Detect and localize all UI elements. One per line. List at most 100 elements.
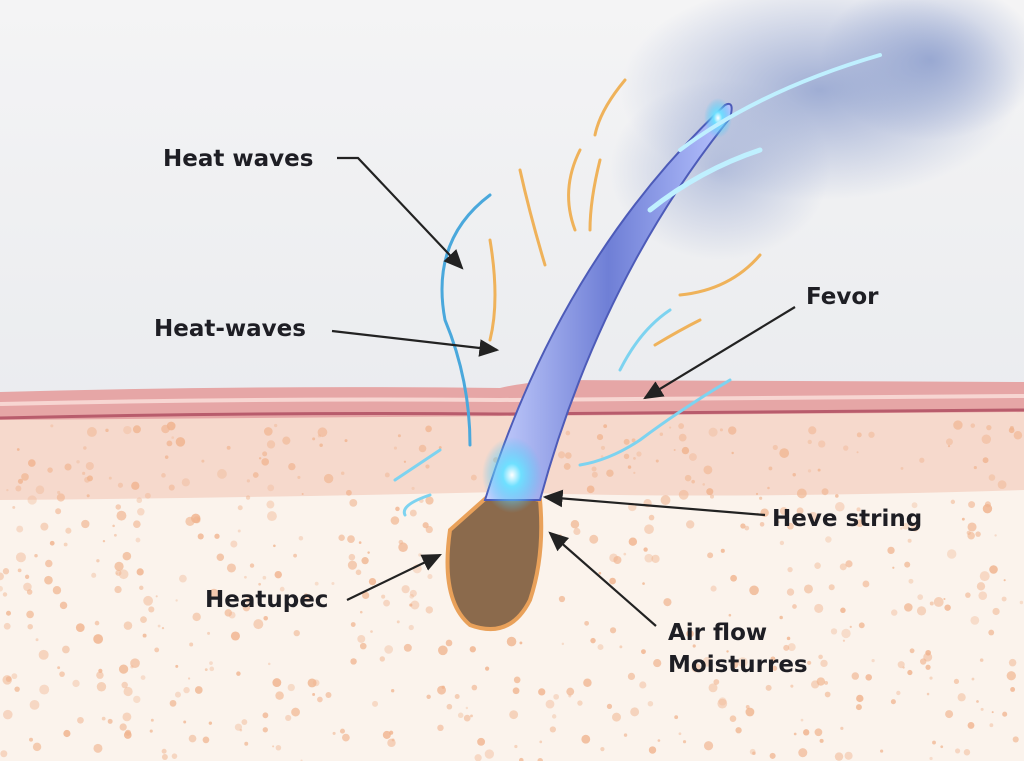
tissue-dot [982,457,989,464]
tissue-dot [752,751,756,755]
tissue-dot [56,493,65,502]
tissue-dot [272,678,282,688]
tissue-dot [871,659,875,663]
tissue-dot [779,507,788,515]
tissue-dot [570,520,580,529]
tissue-dot [287,683,295,692]
tissue-dot [209,666,215,672]
tissue-dot [175,437,186,447]
tissue-dot [828,584,835,591]
tissue-dot [980,707,984,711]
tissue-dot [266,500,275,509]
tissue-dot [183,720,187,724]
tissue-dot [770,656,776,662]
tissue-dot [11,673,18,680]
tissue-dot [130,665,134,669]
tissue-dot [779,448,790,458]
tissue-dot [345,489,352,496]
tissue-dot [623,438,630,445]
tissue-dot [678,423,685,429]
tissue-dot [193,516,201,524]
tissue-dot [798,748,808,758]
tissue-dot [728,426,737,435]
tissue-dot [390,689,395,693]
tissue-dot [471,684,478,691]
tissue-dot [75,623,85,632]
tissue-dot [633,471,636,475]
tissue-dot [897,661,905,669]
tissue-dot [197,533,204,540]
tissue-dot [358,541,362,544]
tissue-dot [194,686,203,694]
tissue-dot [224,609,232,617]
tissue-dot [86,427,97,437]
tissue-dot [642,582,645,585]
tissue-dot [643,547,648,552]
tissue-dot [262,451,268,457]
tissue-dot [631,438,636,443]
tissue-dot [130,658,140,669]
tissue-dot [15,485,22,492]
tissue-dot [808,426,817,435]
tissue-dot [234,723,243,731]
tissue-dot [929,756,933,761]
tissue-dot [702,483,706,486]
tissue-dot [981,434,992,444]
tissue-dot [169,699,177,707]
tissue-dot [86,494,90,498]
tissue-dot [1003,579,1006,582]
tissue-dot [317,696,323,703]
tissue-dot [765,684,772,691]
tissue-dot [437,724,444,732]
tissue-dot [865,674,872,681]
tissue-dot [989,565,998,574]
glow-spot [482,437,542,513]
tissue-dot [116,510,127,521]
tissue-dot [627,672,636,681]
tissue-dot [779,615,783,620]
tissue-dot [1009,426,1014,431]
tissue-dot [612,712,621,722]
tissue-dot [779,540,785,546]
tissue-dot [93,634,104,644]
tissue-dot [623,552,627,556]
tissue-dots [0,420,1024,761]
tissue-dot [628,537,638,546]
tissue-dot [982,504,993,514]
tissue-dot [978,591,988,601]
tissue-dot [919,658,927,665]
tissue-dot [1006,671,1016,681]
tissue-dot [713,679,720,685]
tissue-dot [609,553,618,563]
tissue-dot [38,649,49,660]
tissue-dot [161,424,170,434]
tissue-dot [381,594,386,599]
tissue-dot [262,575,267,580]
tissue-dot [707,552,714,559]
tissue-dot [135,537,141,543]
tissue-dot [409,509,417,517]
tissue-dot [818,440,826,448]
tissue-dot [986,424,992,431]
tissue-dot [344,439,348,443]
tissue-dot [293,629,300,637]
tissue-dot [174,691,181,698]
tissue-dot [293,553,297,558]
tissue-dot [839,563,847,571]
tissue-dot [122,551,132,561]
tissue-dot [648,514,655,521]
tissue-dot [189,642,194,647]
tissue-dot [298,535,304,541]
tissue-dot [0,572,4,581]
tissue-dot [686,520,695,529]
tissue-dot [644,553,654,563]
tissue-dot [142,633,147,638]
tissue-dot [929,676,933,680]
tissue-dot [168,484,175,491]
tissue-dot [919,457,925,463]
tissue-dot [537,757,543,761]
tissue-dot [591,466,597,472]
tissue-dot [49,540,55,546]
tissue-dot [446,703,453,710]
